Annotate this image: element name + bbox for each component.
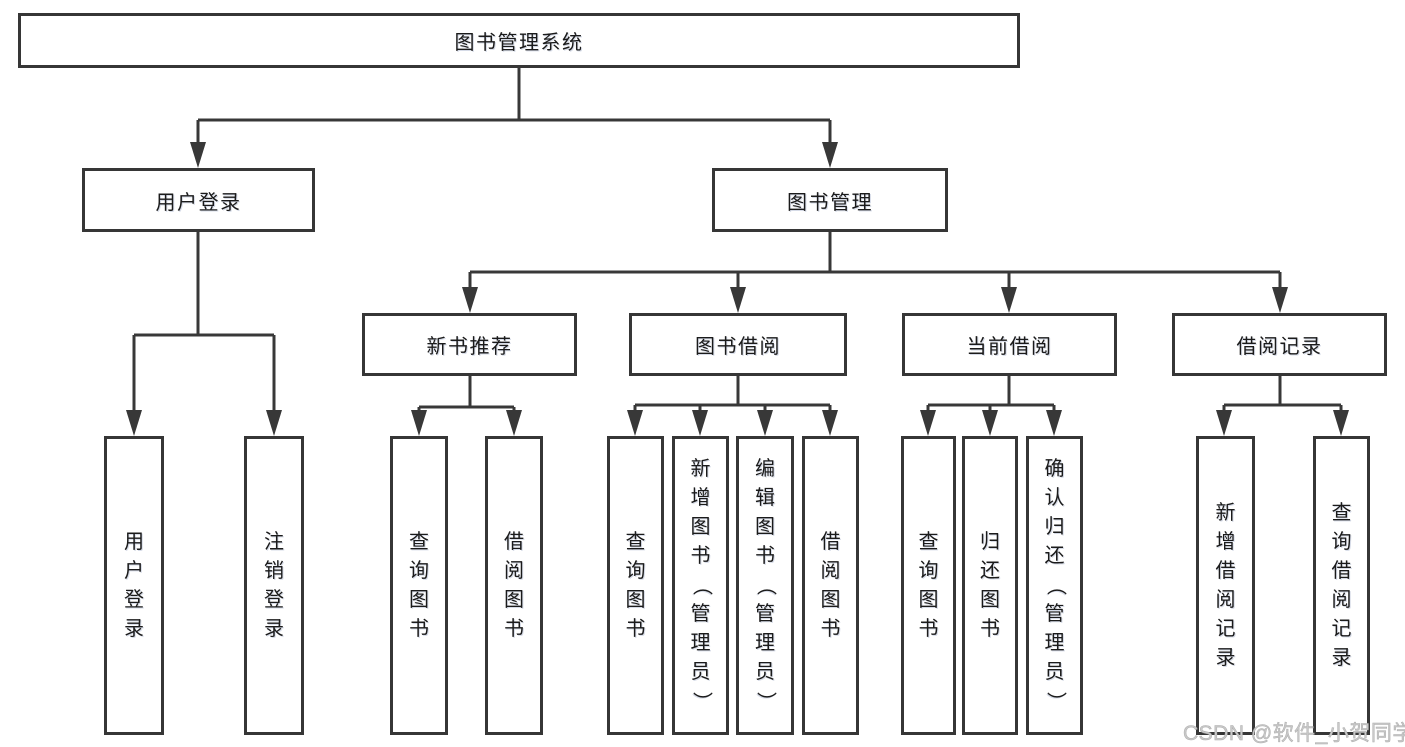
node-borrow-records-label: 借阅记录 [1236, 336, 1323, 358]
leaf-current-return: 归还图书 [962, 436, 1018, 735]
leaf-record-add-label: 新增借阅记录 [1215, 501, 1236, 669]
leaf-current-query: 查询图书 [901, 436, 956, 735]
node-book-borrowing-label: 图书借阅 [695, 336, 781, 358]
leaf-user-login-label: 用户登录 [124, 530, 144, 640]
node-current-borrowing: 当前借阅 [902, 313, 1117, 376]
leaf-current-query-label: 查询图书 [918, 530, 939, 640]
leaf-current-confirm-admin-label: 确认归还（管理员） [1044, 458, 1066, 712]
connector-lines [132, 68, 1343, 412]
leaf-newbook-query-label: 查询图书 [409, 530, 429, 640]
leaf-borrowing-edit-admin: 编辑图书（管理员） [736, 436, 794, 735]
node-new-book-recommend: 新书推荐 [362, 313, 577, 376]
node-root-label: 图书管理系统 [454, 32, 584, 54]
leaf-borrowing-borrow: 借阅图书 [802, 436, 859, 735]
leaf-borrowing-edit-admin-label: 编辑图书（管理员） [754, 458, 777, 712]
leaf-logout-label: 注销登录 [264, 530, 284, 640]
node-book-borrowing: 图书借阅 [629, 313, 847, 376]
arrowheads [126, 142, 1349, 436]
node-user-login: 用户登录 [82, 168, 315, 232]
leaf-newbook-borrow: 借阅图书 [485, 436, 543, 735]
node-current-borrowing-label: 当前借阅 [966, 336, 1053, 358]
leaf-user-login: 用户登录 [104, 436, 164, 735]
node-root: 图书管理系统 [18, 13, 1020, 68]
leaf-logout: 注销登录 [244, 436, 304, 735]
leaf-current-confirm-admin: 确认归还（管理员） [1026, 436, 1083, 735]
leaf-borrowing-query-label: 查询图书 [625, 530, 646, 640]
leaf-borrowing-borrow-label: 借阅图书 [820, 530, 841, 640]
node-book-management-label: 图书管理 [787, 191, 873, 214]
leaf-record-add: 新增借阅记录 [1196, 436, 1255, 735]
node-user-login-label: 用户登录 [155, 191, 242, 214]
node-book-management: 图书管理 [712, 168, 948, 232]
leaf-newbook-query: 查询图书 [390, 436, 448, 735]
watermark: CSDN @软件_小贺同学 [1183, 722, 1405, 746]
leaf-borrowing-query: 查询图书 [607, 436, 664, 735]
leaf-record-query-label: 查询借阅记录 [1331, 501, 1352, 669]
node-borrow-records: 借阅记录 [1172, 313, 1387, 376]
leaf-borrowing-add-admin-label: 新增图书（管理员） [690, 458, 712, 712]
leaf-current-return-label: 归还图书 [980, 530, 1000, 640]
leaf-newbook-borrow-label: 借阅图书 [504, 530, 524, 640]
node-new-book-recommend-label: 新书推荐 [426, 336, 513, 358]
leaf-borrowing-add-admin: 新增图书（管理员） [672, 436, 729, 735]
leaf-record-query: 查询借阅记录 [1313, 436, 1370, 735]
